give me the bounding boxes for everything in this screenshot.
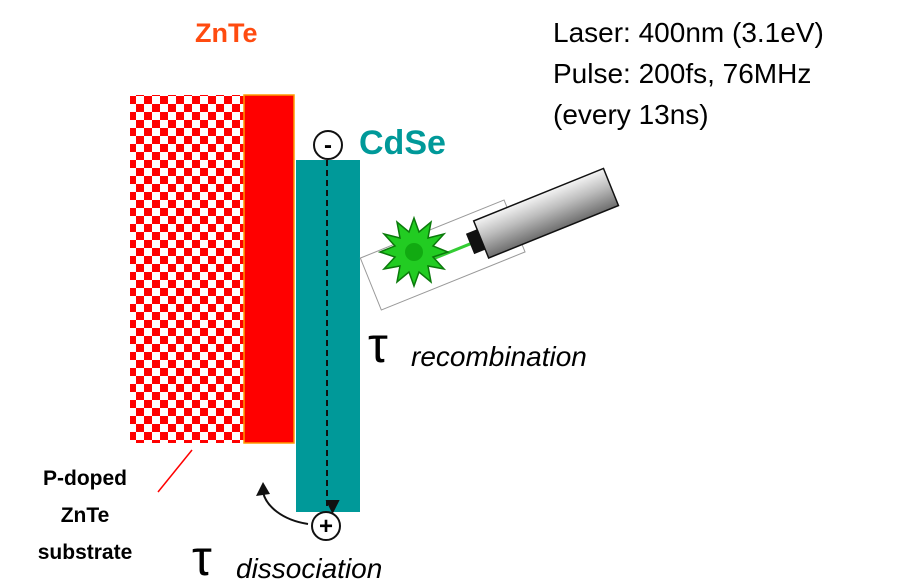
electron-marker: - (313, 130, 343, 160)
znte-label: ZnTe (195, 18, 258, 48)
tau-dissociation-subscript: dissociation (236, 553, 382, 584)
substrate-label-line-1: P-doped (43, 467, 127, 490)
laser-line-1: Laser: 400nm (3.1eV) (553, 17, 824, 48)
substrate-label: P-doped ZnTe substrate (38, 467, 133, 564)
hole-marker: + (311, 511, 341, 541)
laser-line-3: (every 13ns) (553, 99, 709, 130)
tau-dissociation-symbol: τ (192, 530, 212, 586)
substrate-label-line-3: substrate (38, 541, 133, 564)
znte-layer (243, 94, 295, 444)
dissociation-arrowhead (256, 482, 270, 496)
electron-sign: - (324, 132, 332, 159)
cdse-label: CdSe (359, 124, 446, 162)
p-doped-znte-substrate (130, 95, 246, 443)
dissociation-arrow (262, 491, 309, 525)
hole-sign: + (319, 513, 333, 540)
laser-description: Laser: 400nm (3.1eV) Pulse: 200fs, 76MHz… (553, 17, 824, 130)
laser-nozzle (465, 229, 486, 255)
tau-recombination-symbol: τ (368, 317, 388, 373)
laser-line-2: Pulse: 200fs, 76MHz (553, 58, 811, 89)
tau-recombination-subscript: recombination (411, 341, 587, 372)
laser-assembly (359, 167, 620, 311)
substrate-pointer-line (157, 449, 193, 493)
laser-body (472, 167, 620, 259)
substrate-label-line-2: ZnTe (61, 504, 110, 527)
